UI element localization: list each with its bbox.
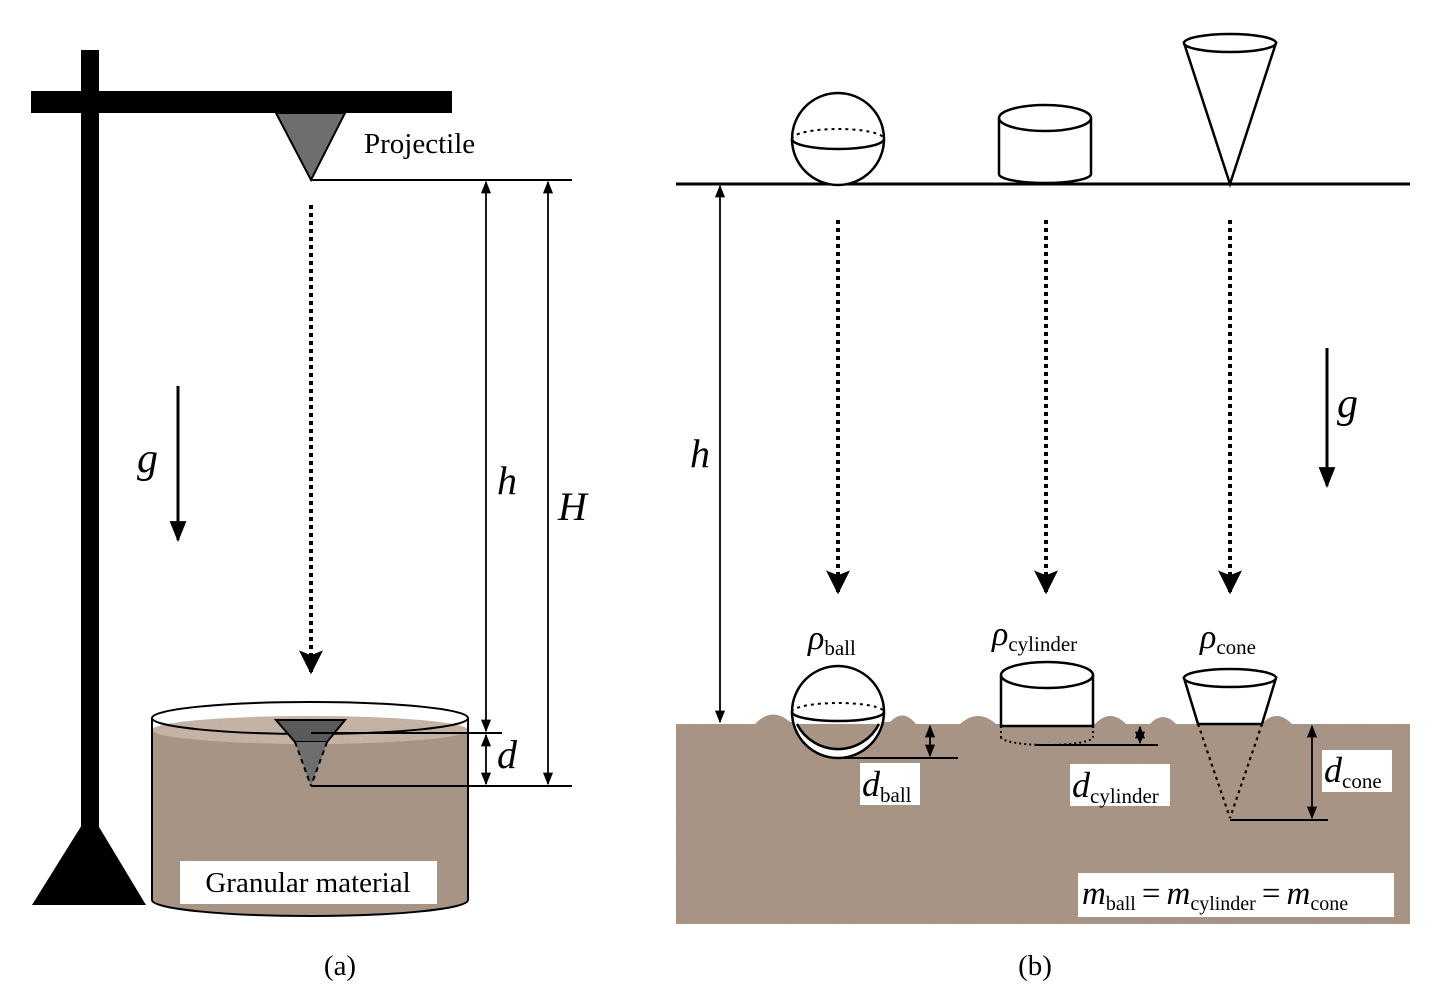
d-cylinder-label: dcylinder (1072, 765, 1159, 808)
caption-a: (a) (324, 950, 356, 982)
rho-ball-label: ρball (807, 620, 856, 660)
embedded-cone (1182, 667, 1278, 819)
granular-bed (676, 714, 1410, 924)
rho-cylinder-label: ρcylinder (991, 616, 1077, 656)
embedded-projectile (273, 719, 348, 787)
d-cylinder-box (1070, 764, 1170, 806)
stand-base (32, 812, 146, 905)
d-label: d (497, 732, 518, 777)
panel-b: h g ρball ρcylinder ρcone (676, 32, 1410, 982)
H-label: H (557, 484, 589, 529)
projectile-cone (274, 112, 347, 183)
embedded-cylinder (999, 660, 1095, 746)
d-cone-label: dcone (1324, 750, 1382, 793)
d-ball-label: dball (862, 764, 912, 807)
cylinder-projectile (997, 103, 1093, 185)
stand-pole (81, 50, 99, 840)
stand-crossbar (31, 91, 452, 113)
panel-a: Projectile g Granula (31, 50, 589, 982)
rho-cone-label: ρcone (1199, 619, 1256, 659)
embedded-ball (790, 664, 886, 760)
mass-equation-box (1078, 873, 1394, 917)
gravity-label: g (137, 436, 158, 482)
ball-projectile (790, 91, 886, 187)
cone-projectile (1182, 32, 1278, 189)
projectile-label: Projectile (364, 128, 475, 160)
caption-b: (b) (1018, 950, 1052, 982)
h-label: h (497, 458, 517, 503)
container-label-box (180, 861, 437, 904)
gravity-label-b: g (1337, 381, 1358, 427)
container-label: Granular material (205, 867, 410, 899)
mass-equation: mball=mcylinder=mcone (1082, 876, 1348, 915)
h-label-b: h (690, 431, 710, 476)
d-ball-box (860, 763, 920, 805)
d-cone-box (1322, 750, 1392, 792)
